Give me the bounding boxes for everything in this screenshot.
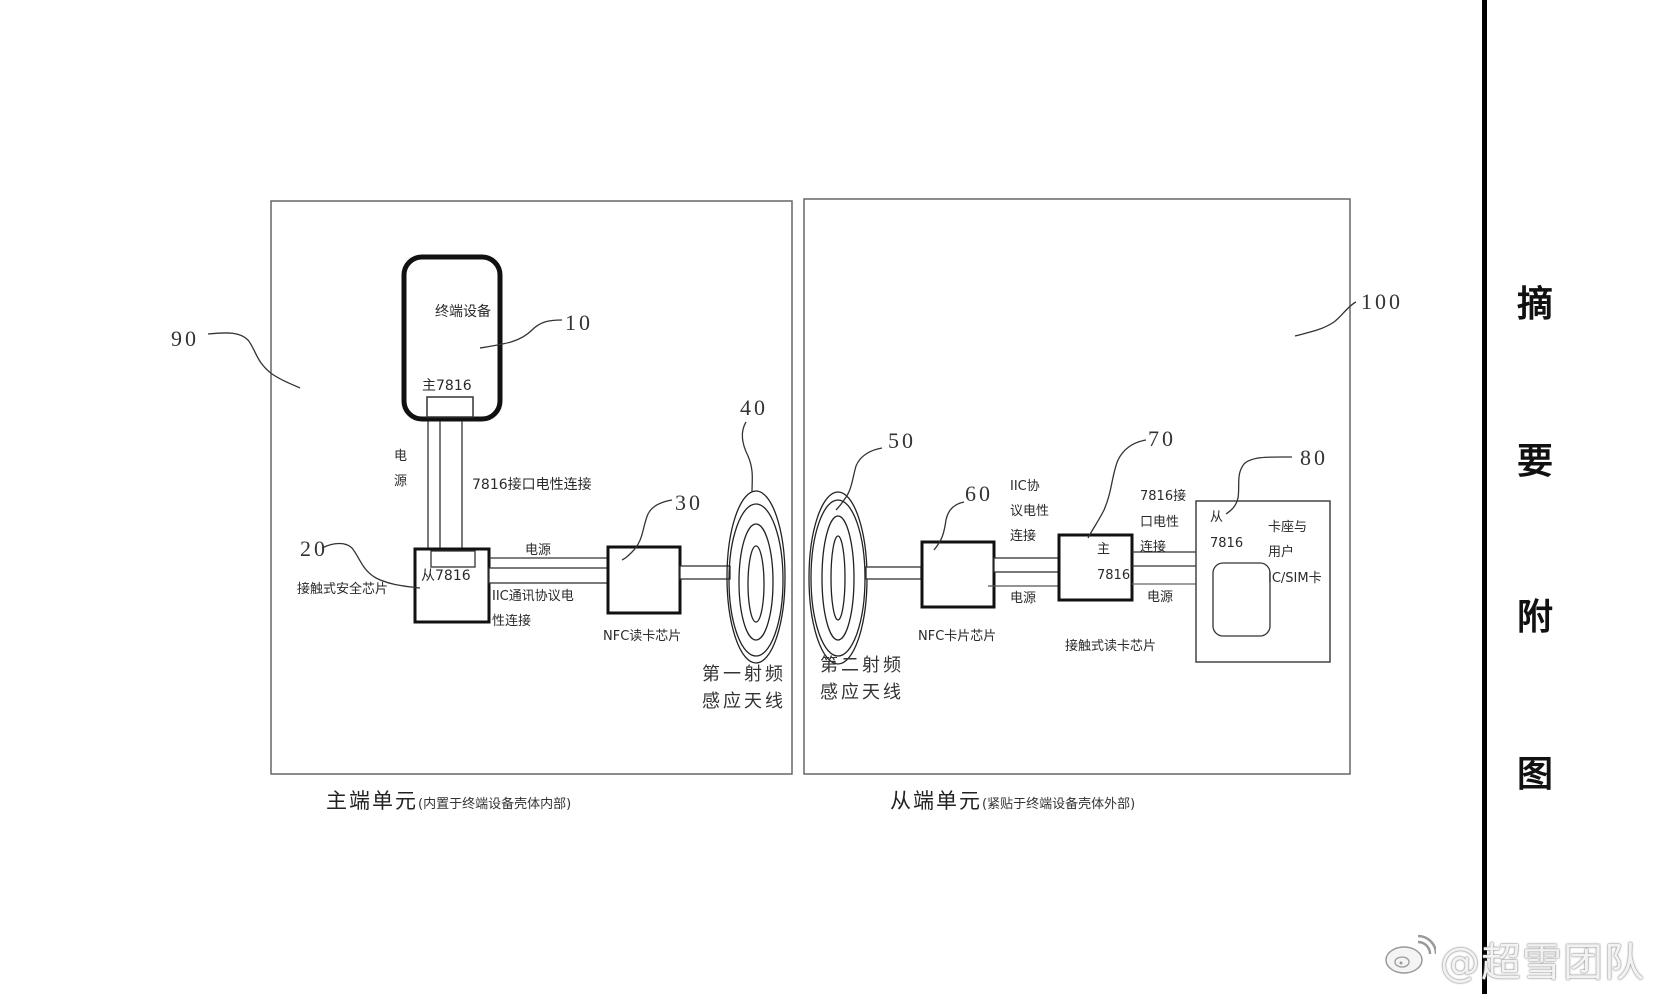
leader-90	[207, 332, 301, 389]
master-caption-main: 主端单元	[326, 789, 418, 813]
iic-bus-right	[993, 557, 1060, 573]
slave-unit-frame	[803, 198, 1351, 775]
power-left-label: 电源	[525, 543, 551, 558]
ref-100: 100	[1361, 289, 1403, 314]
sidebar-title-char-1: 摘	[1516, 283, 1553, 325]
slave-caption: 从端单元(紧贴于终端设备壳体外部)	[890, 789, 1135, 813]
iface-7816-label: 7816接口电性连接	[472, 476, 592, 493]
iic-right-label-1: IIC协	[1010, 479, 1040, 494]
master-caption: 主端单元(内置于终端设备壳体内部)	[326, 789, 571, 813]
power-mid-label: 电源	[1010, 591, 1036, 606]
master-unit-frame	[270, 200, 793, 775]
iface-7816-right-label-3: 连接	[1140, 539, 1166, 555]
card-holder-port-1: 从	[1210, 510, 1223, 525]
antenna-feed-2	[865, 566, 922, 580]
antenna-feed-1	[679, 565, 731, 580]
security-chip-port	[430, 550, 476, 568]
ref-90: 90	[171, 326, 199, 351]
nfc-card-chip	[920, 540, 996, 609]
security-chip-port-label: 从7816	[421, 568, 471, 584]
antenna-1-label-2: 感应天线	[702, 691, 786, 712]
sidebar-title-char-2: 要	[1516, 440, 1553, 482]
contact-reader-port-2: 7816	[1097, 568, 1130, 583]
sidebar-title-char-4: 图	[1516, 753, 1553, 795]
contact-reader-port-1: 主	[1097, 542, 1110, 557]
contact-reader-label: 接触式读卡芯片	[1065, 638, 1156, 654]
leader-20	[321, 542, 421, 589]
ref-30: 30	[675, 490, 703, 515]
slave-caption-main: 从端单元	[890, 789, 982, 813]
card-holder-label-1: 卡座与	[1268, 520, 1307, 535]
iic-right-label-3: 连接	[1010, 528, 1036, 544]
power-vertical-label-2: 源	[394, 474, 407, 489]
leader-60	[933, 501, 965, 551]
antenna-2-label-1: 第二射频	[820, 655, 904, 676]
ref-80: 80	[1300, 445, 1328, 470]
ref-20: 20	[300, 536, 328, 561]
terminal-device	[401, 254, 503, 422]
ref-70: 70	[1148, 426, 1176, 451]
leader-50	[835, 447, 883, 511]
leader-70	[1087, 439, 1147, 539]
iface-7816-right-label-2: 口电性	[1140, 515, 1179, 530]
iic-bus-left	[488, 567, 609, 584]
card-holder-label-2: 用户	[1268, 544, 1294, 560]
watermark-text: @超雪团队	[1440, 940, 1645, 986]
antenna-2-label-2: 感应天线	[820, 682, 904, 703]
sidebar-title-char-3: 附	[1516, 596, 1553, 638]
nfc-reader-chip	[606, 545, 682, 615]
leader-100	[1294, 301, 1357, 337]
iic-left-label-2: 性连接	[492, 613, 531, 629]
terminal-device-label: 终端设备	[435, 303, 491, 320]
terminal-port	[426, 396, 474, 418]
ref-60: 60	[965, 481, 993, 506]
leader-10	[479, 319, 563, 349]
security-chip	[413, 547, 491, 624]
leader-80	[1225, 456, 1293, 515]
contact-reader-chip	[1057, 533, 1134, 602]
antenna-1-label-1: 第一射频	[702, 664, 786, 685]
terminal-port-label: 主7816	[422, 378, 472, 394]
leader-30	[621, 499, 673, 561]
power-right-label: 电源	[1147, 590, 1173, 605]
nfc-card-label: NFC卡片芯片	[918, 629, 996, 644]
antenna-40	[726, 490, 786, 664]
slave-caption-sub: (紧贴于终端设备壳体外部)	[982, 796, 1135, 812]
ref-50: 50	[888, 428, 916, 453]
iic-right-label-2: 议电性	[1010, 504, 1049, 519]
sim-card	[1212, 562, 1271, 637]
page-divider-line	[1482, 0, 1487, 994]
ref-40: 40	[740, 395, 768, 420]
security-chip-label: 接触式安全芯片	[297, 581, 388, 597]
master-caption-sub: (内置于终端设备壳体内部)	[418, 796, 571, 812]
card-holder	[1195, 500, 1331, 663]
iface-7816-right-label-1: 7816接	[1140, 488, 1186, 504]
card-holder-port-2: 7816	[1210, 536, 1243, 551]
leader-40	[741, 421, 753, 493]
antenna-50	[808, 491, 868, 665]
iic-left-label-1: IIC通讯协议电	[492, 589, 574, 604]
card-holder-label-3: IC/SIM卡	[1268, 571, 1322, 586]
nfc-reader-label: NFC读卡芯片	[603, 629, 681, 644]
weibo-icon	[1385, 934, 1436, 974]
ref-10: 10	[565, 310, 593, 335]
power-vertical-label-1: 电	[394, 449, 407, 464]
